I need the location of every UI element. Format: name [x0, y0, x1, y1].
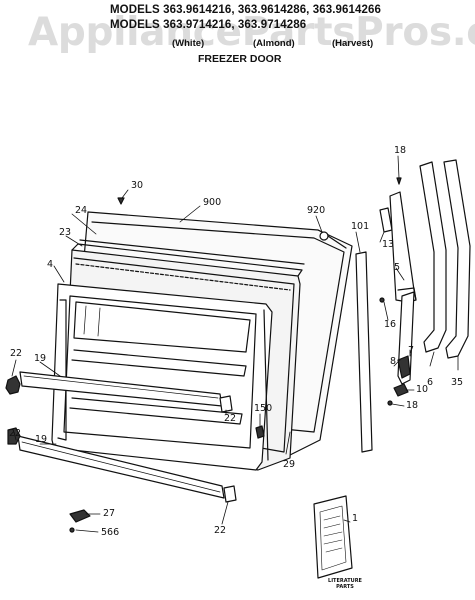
shelf-rail-lower [17, 435, 225, 499]
callout-8: 8 [390, 356, 397, 367]
screw-16 [379, 297, 385, 303]
literature-parts-label: LITERATURE PARTS [328, 578, 362, 590]
door-trim-strip [355, 251, 373, 453]
plug-920 [319, 231, 329, 241]
callout-22-upper-left: 22 [10, 348, 23, 359]
callout-18-bottom: 18 [406, 400, 419, 411]
handle-bar [419, 161, 447, 353]
bracket [379, 207, 393, 233]
models-line-2: MODELS 363.9714216, 363.9714286 [110, 19, 307, 31]
leader-lines [11, 155, 459, 533]
retainer-27 [69, 509, 91, 523]
color-white: (White) [172, 38, 205, 49]
callout-101: 101 [351, 221, 370, 232]
hinge-bar [389, 191, 417, 303]
door-stop [255, 425, 265, 439]
rail-end-caps [5, 375, 237, 503]
handle-bar-35 [443, 159, 471, 359]
callout-900: 900 [203, 197, 222, 208]
door-liner [51, 283, 273, 471]
literature-parts [313, 495, 353, 579]
callout-27: 27 [103, 508, 116, 519]
callout-10: 10 [416, 384, 429, 395]
callout-22-upper-right: 22 [224, 413, 237, 424]
callout-24: 24 [75, 205, 88, 216]
section-title: FREEZER DOOR [198, 53, 282, 65]
callout-920: 920 [307, 205, 326, 216]
callout-16: 16 [384, 319, 397, 330]
callout-19-upper: 19 [34, 353, 47, 364]
callout-7: 7 [408, 345, 415, 356]
screw-30 [117, 197, 125, 205]
callout-18-top: 18 [394, 145, 407, 156]
callout-30: 30 [131, 180, 144, 191]
callout-5: 5 [394, 262, 401, 273]
clip [393, 383, 409, 397]
screw-18a [396, 177, 402, 185]
small-bracket [397, 355, 411, 379]
callout-13: 13 [382, 239, 395, 250]
callout-6: 6 [427, 377, 434, 388]
callout-22-bottom: 22 [214, 525, 227, 536]
screw-566 [69, 527, 75, 533]
callout-150: 150 [254, 403, 273, 414]
callout-22-lower-left: 22 [9, 428, 22, 439]
screw-18b [387, 400, 393, 406]
callout-19-lower: 19 [35, 434, 48, 445]
callout-35: 35 [451, 377, 464, 388]
callout-4: 4 [47, 259, 54, 270]
callout-23: 23 [59, 227, 72, 238]
callout-1: 1 [352, 513, 359, 524]
callout-566: 566 [101, 527, 120, 538]
color-harvest: (Harvest) [332, 38, 374, 49]
callout-29: 29 [283, 459, 296, 470]
color-almond: (Almond) [253, 38, 295, 49]
models-line-1: MODELS 363.9614216, 363.9614286, 363.961… [110, 4, 382, 16]
